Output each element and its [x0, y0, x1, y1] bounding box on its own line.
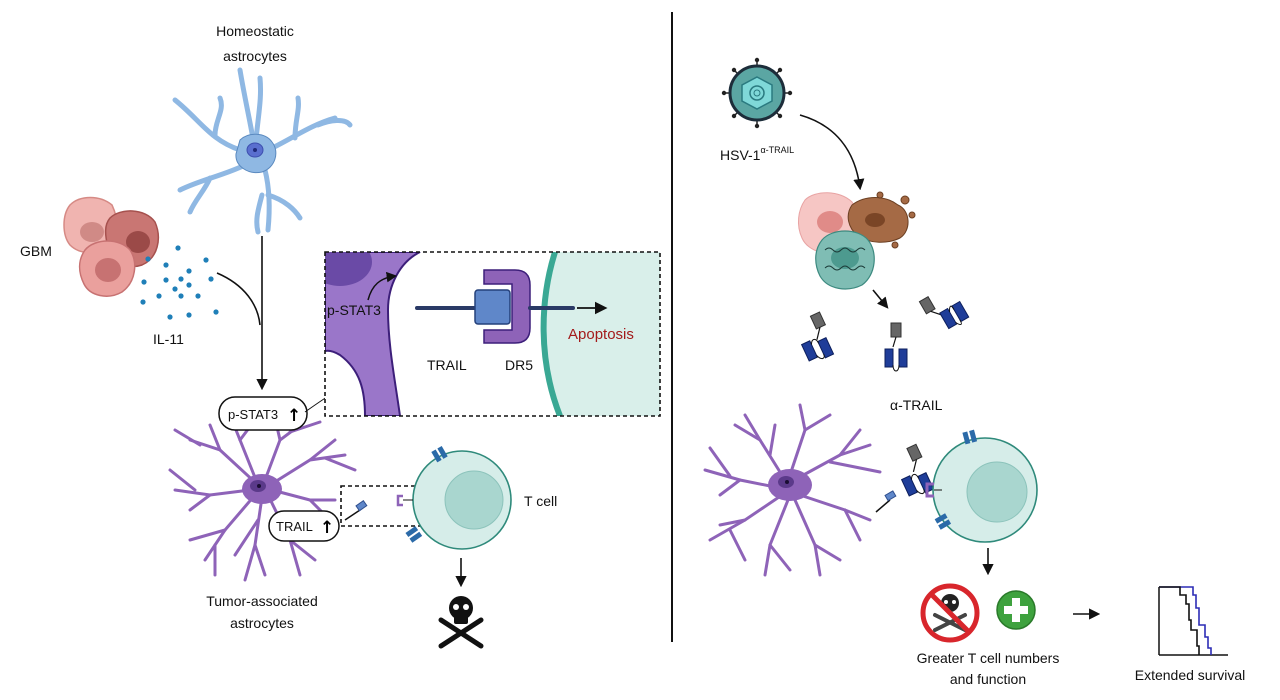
alpha-trail-antibody-3-icon	[918, 295, 970, 330]
alpha-trail-bound-antibody-icon	[900, 443, 935, 497]
il11-particles	[140, 245, 219, 320]
trail-badge-label: TRAIL	[276, 519, 313, 534]
pstat3-badge-label: p-STAT3	[228, 407, 278, 422]
extended-survival-label: Extended survival	[1135, 667, 1246, 683]
trail-square-icon	[474, 289, 511, 325]
t-cell-left-icon	[396, 445, 512, 550]
pstat3-badge: p-STAT3 ↑	[218, 396, 308, 431]
t-cell-label: T cell	[524, 493, 557, 509]
trail-up-arrow-icon: ↑	[320, 518, 334, 538]
skull-crossbones-icon	[438, 596, 484, 649]
trail-badge: TRAIL ↑	[268, 510, 340, 542]
trail-ligand-icon	[355, 499, 368, 512]
inset-dr5-label: DR5	[505, 357, 533, 373]
inset-pstat3-label: p-STAT3	[327, 302, 381, 318]
inset-trail-label: TRAIL	[427, 357, 467, 373]
hsv1-virus-icon	[721, 57, 793, 129]
trail-dr5-inset: p-STAT3 TRAIL DR5 Apoptosis	[324, 251, 661, 417]
inset-pstat3-arrow	[367, 271, 398, 301]
t-cell-right-icon	[925, 429, 1038, 543]
alpha-trail-label: α-TRAIL	[890, 397, 943, 413]
hsv1-label-base: HSV-1	[720, 147, 761, 163]
tumor-associated-astrocytes-label-1: Tumor-associated	[206, 593, 318, 609]
outcome-label-2: and function	[950, 671, 1026, 687]
interaction-zoom-box	[340, 485, 422, 527]
survival-curve-control	[1159, 586, 1200, 655]
tumor-associated-astrocyte-right-icon	[703, 403, 882, 577]
tumor-associated-astrocytes-label-2: astrocytes	[230, 615, 294, 631]
survival-curve-chart	[1158, 586, 1228, 656]
outcome-label-1: Greater T cell numbers	[917, 650, 1060, 666]
il11-to-pathway-arrow	[216, 272, 261, 326]
trail-ligand-right-icon	[884, 490, 897, 502]
no-death-sign-icon	[920, 583, 980, 643]
alpha-trail-antibody-2-icon	[884, 322, 908, 372]
hsv1-label-superscript: α-TRAIL	[760, 145, 794, 155]
virus-infection-arrow	[799, 114, 865, 191]
lysed-tumor-cells-icon	[797, 191, 916, 290]
apoptosis-label: Apoptosis	[568, 326, 634, 343]
homeostatic-astrocytes-label-2: astrocytes	[223, 48, 287, 64]
homeostatic-astrocytes-label-1: Homeostatic	[216, 23, 294, 39]
plus-circle-icon	[996, 590, 1036, 630]
hsv1-label: HSV-1α-TRAIL	[720, 145, 794, 163]
dr5-receptor-icon	[483, 269, 531, 344]
alpha-trail-antibody-1-icon	[800, 311, 835, 362]
il11-label: IL-11	[153, 331, 184, 347]
lysis-release-arrow	[872, 289, 889, 309]
survival-curve-treated	[1159, 586, 1212, 655]
homeostatic-astrocyte-icon	[172, 67, 353, 235]
pstat3-up-arrow-icon: ↑	[287, 406, 301, 426]
tumor-associated-astrocyte-icon	[168, 413, 357, 582]
gbm-label: GBM	[20, 243, 52, 259]
gbm-cells-icon	[63, 196, 159, 297]
